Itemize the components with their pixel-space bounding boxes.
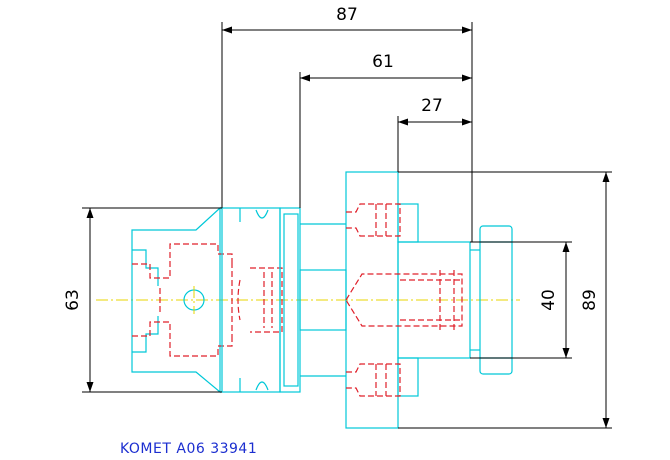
dim-27: 27 — [421, 96, 443, 116]
flange-body-outline — [221, 207, 347, 393]
dim-40: 40 — [539, 289, 559, 311]
dim-61: 61 — [372, 52, 394, 72]
dim-87: 87 — [336, 5, 358, 25]
dimension-lines — [82, 22, 612, 429]
dim-63: 63 — [63, 289, 83, 311]
dim-89: 89 — [580, 289, 600, 311]
shank-hidden-lines — [132, 243, 283, 357]
part-caption: KOMET A06 33941 — [120, 441, 257, 457]
bolt-hidden-lines — [345, 203, 463, 397]
